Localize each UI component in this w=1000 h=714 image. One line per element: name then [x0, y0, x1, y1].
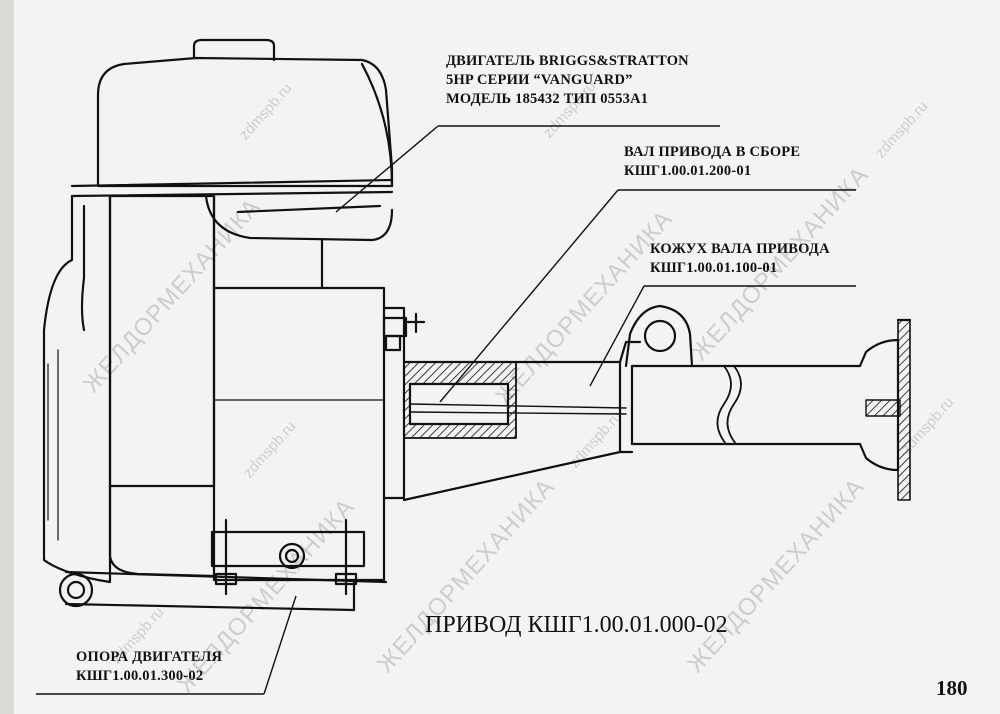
- engine-label-line1: ДВИГАТЕЛЬ BRIGGS&STRATTON: [446, 53, 689, 69]
- shaft-casing-label-line2: КШГ1.00.01.100-01: [650, 260, 778, 276]
- shaft-casing-label-line1: КОЖУХ ВАЛА ПРИВОДА: [650, 241, 830, 257]
- mounting-bolts: [210, 518, 366, 596]
- drive-shaft-label: ВАЛ ПРИВОДА В СБОРЕ КШГ1.00.01.200-01: [624, 143, 800, 181]
- engine-support-label-line2: КШГ1.00.01.300-02: [76, 668, 204, 684]
- end-disc: [858, 318, 912, 501]
- drive-shaft-label-line1: ВАЛ ПРИВОДА В СБОРЕ: [624, 144, 801, 160]
- page-edge-shadow: [0, 0, 14, 714]
- drawing-title: ПРИВОД КШГ1.00.01.000-02: [425, 612, 728, 638]
- engine-support: [58, 570, 388, 612]
- engine-label-line2: 5HP СЕРИИ “VANGUARD”: [446, 72, 633, 88]
- leader-engine: [335, 125, 439, 213]
- engine-support-label: ОПОРА ДВИГАТЕЛЯ КШГ1.00.01.300-02: [76, 648, 222, 686]
- casing-lug: [624, 304, 694, 368]
- shaft-casing-label: КОЖУХ ВАЛА ПРИВОДА КШГ1.00.01.100-01: [650, 240, 830, 278]
- leader-shaft: [439, 189, 619, 403]
- drive-shaft-casing: [402, 340, 862, 502]
- leader-support: [263, 595, 297, 695]
- engine-label-line3: МОДЕЛЬ 185432 ТИП 0553А1: [446, 91, 649, 107]
- fuel-tank: [96, 38, 394, 188]
- engine-label: ДВИГАТЕЛЬ BRIGGS&STRATTON 5HP СЕРИИ “VAN…: [446, 52, 689, 109]
- engine-block: [42, 194, 386, 584]
- engine-support-label-line1: ОПОРА ДВИГАТЕЛЯ: [76, 649, 223, 665]
- drive-shaft-label-line2: КШГ1.00.01.200-01: [624, 163, 752, 179]
- leader-lines: [36, 125, 856, 695]
- leader-casing: [589, 285, 645, 387]
- page-number: 180: [936, 676, 968, 700]
- shaft-break-line: [716, 365, 742, 445]
